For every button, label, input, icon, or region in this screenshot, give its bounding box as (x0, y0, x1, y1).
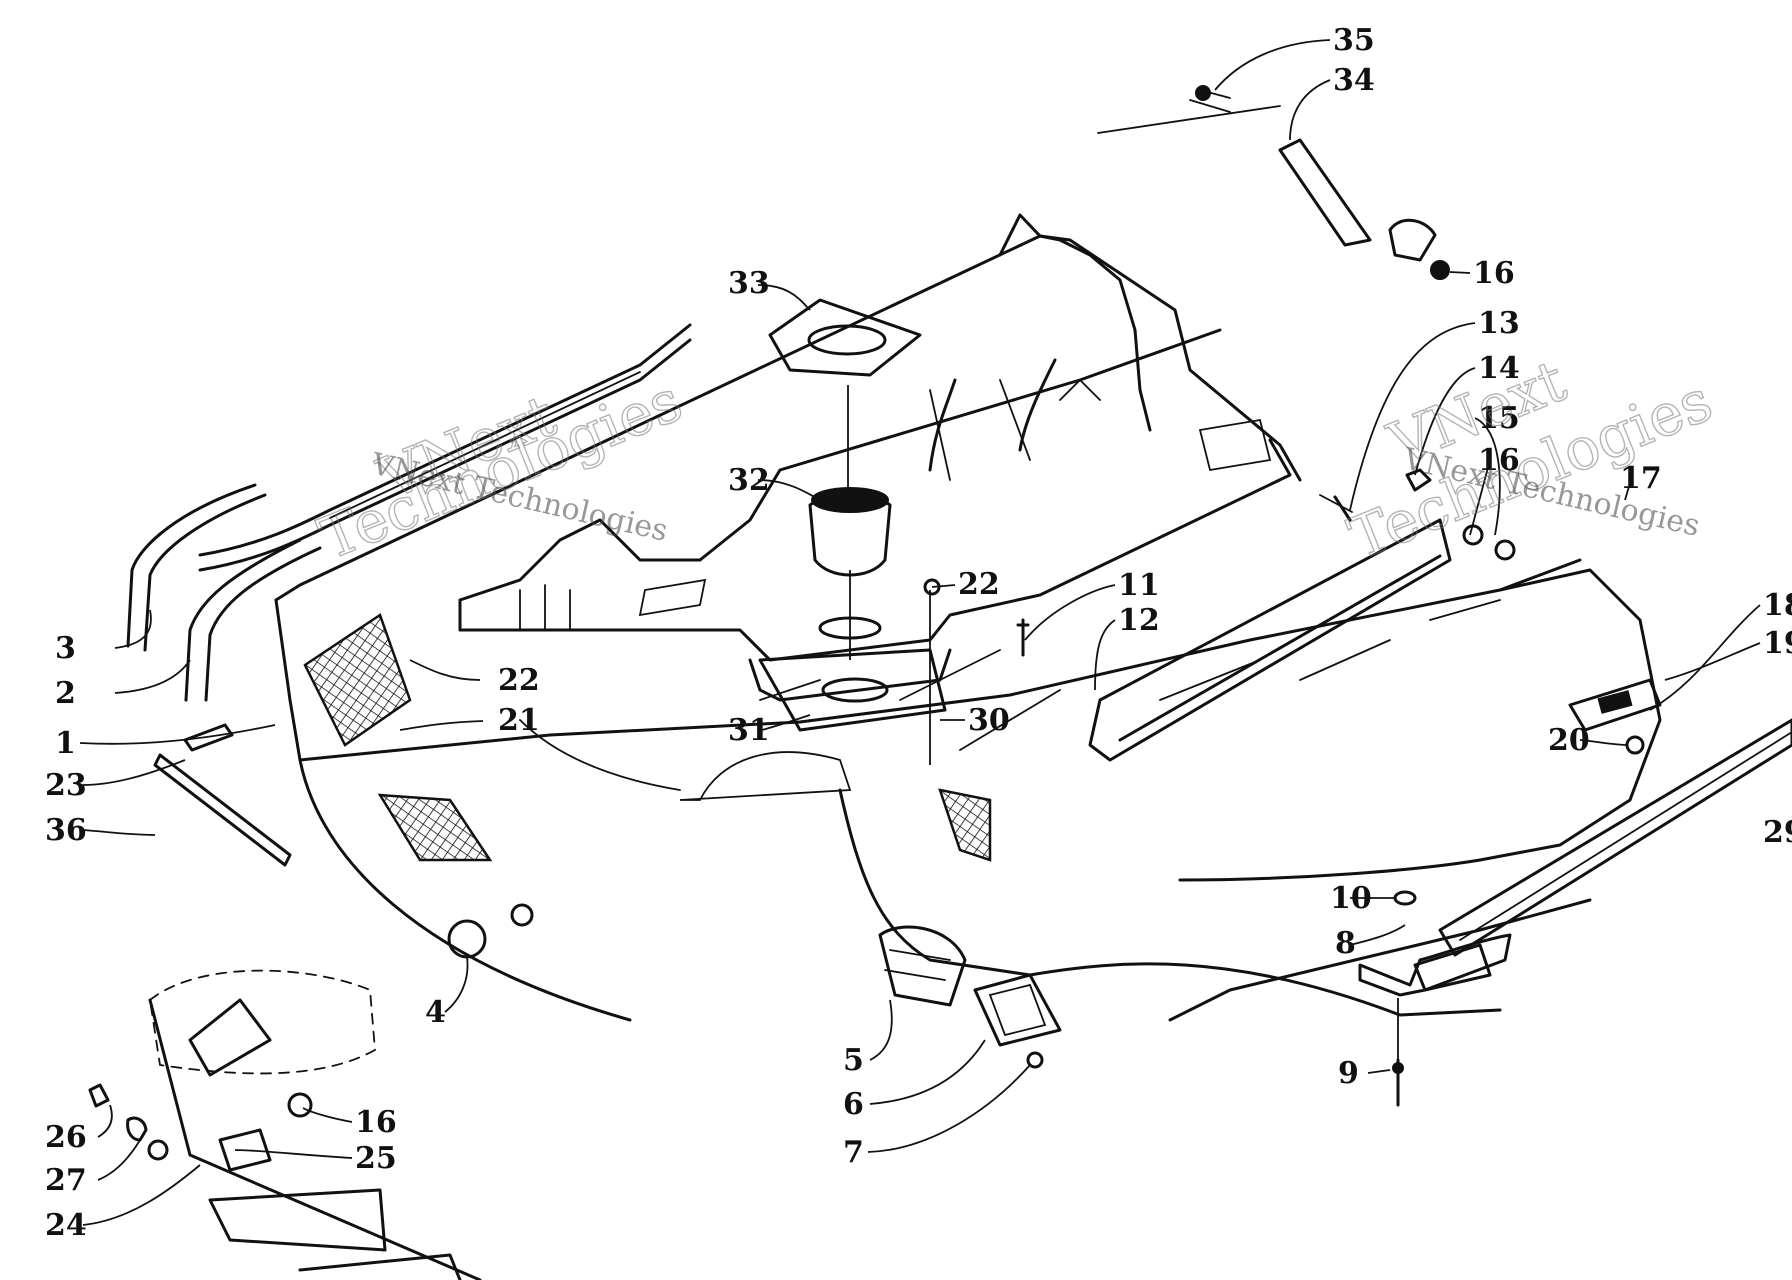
callout-26: 26 (45, 1120, 87, 1155)
callout-33: 33 (728, 266, 770, 301)
callout-16-right: 16 (1478, 443, 1520, 478)
hood-hinge (1097, 85, 1450, 280)
callout-29: 29 (1763, 815, 1792, 850)
callout-8: 8 (1335, 926, 1356, 961)
callout-6: 6 (843, 1087, 864, 1122)
callout-21: 21 (498, 703, 540, 738)
callout-12: 12 (1118, 603, 1160, 638)
callout-14: 14 (1478, 351, 1520, 386)
callout-7: 7 (843, 1135, 864, 1170)
callout-16-inset: 16 (355, 1105, 397, 1140)
callout-24: 24 (45, 1208, 87, 1243)
callout-4: 4 (425, 995, 446, 1030)
leader-lines (79, 39, 1761, 1226)
callout-34: 34 (1333, 63, 1375, 98)
side-panel (1088, 468, 1516, 762)
callout-25: 25 (355, 1141, 397, 1176)
callout-22-center: 22 (958, 567, 1000, 602)
callout-10: 10 (1330, 881, 1372, 916)
callout-22-left: 22 (498, 663, 540, 698)
callout-3: 3 (55, 631, 76, 666)
watermark-left: VNext Technologies VNext Technologies (309, 365, 692, 573)
callout-16-top: 16 (1473, 256, 1515, 291)
callout-labels: 35 34 16 33 13 14 15 16 17 32 22 11 12 1… (45, 23, 1792, 1243)
belly-pan (274, 213, 1662, 1022)
callout-13: 13 (1478, 306, 1520, 341)
callout-36: 36 (45, 813, 87, 848)
callout-32: 32 (728, 463, 770, 498)
callout-9: 9 (1338, 1056, 1359, 1091)
headlight-parts (447, 903, 1062, 1069)
callout-15: 15 (1478, 401, 1520, 436)
callout-11: 11 (1118, 568, 1160, 603)
callout-19: 19 (1763, 626, 1792, 661)
callout-27: 27 (45, 1163, 87, 1198)
callout-23: 23 (45, 768, 87, 803)
callout-20: 20 (1548, 723, 1590, 758)
callout-30: 30 (968, 703, 1010, 738)
callout-35: 35 (1333, 23, 1375, 58)
fuel-filler-assembly (758, 298, 947, 765)
callout-5: 5 (843, 1043, 864, 1078)
rear-bracket (1438, 678, 1792, 957)
callout-18: 18 (1763, 588, 1792, 623)
callout-2: 2 (55, 676, 76, 711)
callout-31: 31 (728, 713, 770, 748)
fasteners (153, 495, 1352, 867)
inset-hinge-detail (88, 969, 482, 1280)
latch-assembly (1358, 890, 1512, 1107)
front-grille (303, 613, 992, 862)
callout-17: 17 (1620, 461, 1662, 496)
trim-rails (126, 323, 692, 702)
callout-1: 1 (55, 726, 76, 761)
